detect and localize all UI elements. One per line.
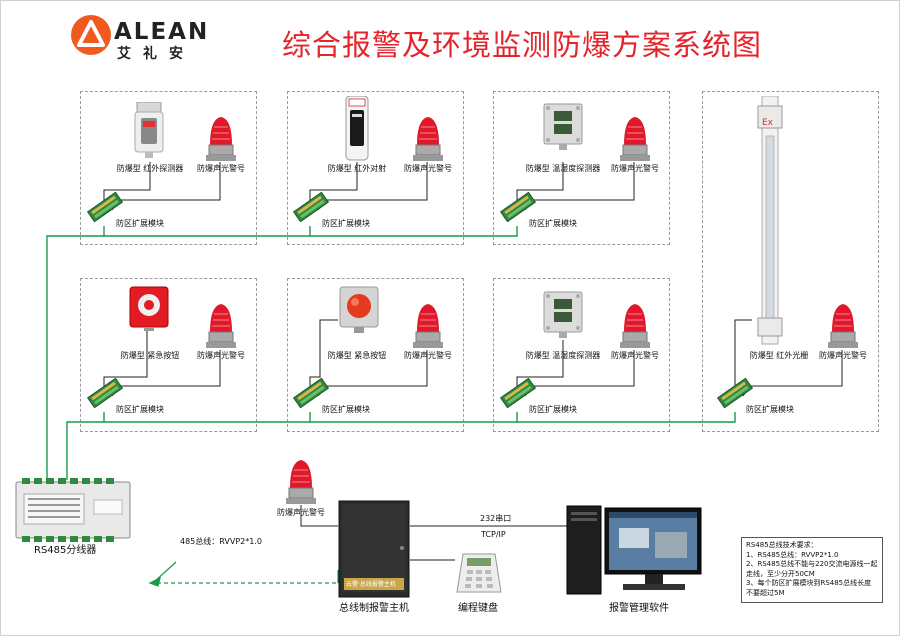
keypad-label: 编程键盘: [458, 603, 498, 614]
device-label: 防爆型 温湿度探测器: [525, 164, 601, 173]
bus-label: 485总线：RVVP2*1.0: [180, 537, 262, 546]
module-label: 防区扩展模块: [529, 219, 577, 228]
zone-box-2: [287, 91, 464, 245]
page-title: 综合报警及环境监测防爆方案系统图: [282, 28, 763, 62]
explosion-proof-siren-icon: [620, 117, 650, 161]
siren-label: 防爆声光警号: [197, 164, 245, 173]
siren-label: 防爆声光警号: [197, 351, 245, 360]
module-label: 防区扩展模块: [116, 405, 164, 414]
emergency-button-icon: [339, 286, 379, 333]
host-brand-text: 云警·总线报警主机: [346, 581, 396, 588]
module-label: 防区扩展模块: [322, 405, 370, 414]
device-label: 防爆型 温湿度探测器: [525, 351, 601, 360]
zone-box-7: [702, 91, 879, 432]
splitter-label: RS485分线器: [34, 545, 97, 556]
logo-chinese-name: 艾礼安: [117, 46, 195, 62]
zone-expansion-module-icon: [292, 378, 330, 408]
explosion-proof-siren-icon: [206, 304, 236, 348]
zone-expansion-module-icon: [499, 378, 537, 408]
zone-expansion-module-icon: [86, 192, 124, 222]
module-label: 防区扩展模块: [116, 219, 164, 228]
zone-expansion-module-icon: [716, 378, 754, 408]
zone-expansion-module-icon: [499, 192, 537, 222]
module-label: 防区扩展模块: [746, 405, 794, 414]
alean-logo-icon: [71, 15, 111, 55]
zone-expansion-module-icon: [292, 192, 330, 222]
temp-humidity-detector-icon: [543, 291, 583, 338]
module-label: 防区扩展模块: [322, 219, 370, 228]
explosion-proof-siren-icon: [286, 460, 316, 504]
bus-arrow: [148, 561, 339, 587]
device-label: 防爆型 紧急按钮: [120, 351, 180, 360]
logo-wordmark: ALEAN: [114, 19, 210, 45]
siren-label: 防爆声光警号: [404, 351, 452, 360]
notes-line: 1、RS485总线：RVVP2*1.0: [746, 550, 839, 559]
ir-detector-icon: [134, 102, 164, 158]
siren-label: 防爆声光警号: [404, 164, 452, 173]
rs485-green-bus: [46, 226, 736, 480]
device-label: 防爆型 红外对射: [327, 164, 387, 173]
tcp-label: TCP/IP: [481, 530, 506, 539]
siren-label: 防爆声光警号: [611, 351, 659, 360]
notes-title: RS485总线技术要求：: [746, 541, 818, 549]
ir-beam-icon: [345, 96, 369, 161]
siren-label: 防爆声光警号: [819, 351, 867, 360]
rs485-notes-box: RS485总线技术要求： 1、RS485总线：RVVP2*1.0 2、RS485…: [741, 537, 883, 603]
explosion-proof-siren-icon: [413, 117, 443, 161]
device-label: 防爆型 紧急按钮: [327, 351, 387, 360]
bus-alarm-host-icon: [338, 500, 410, 598]
zone-box-1: [80, 91, 257, 245]
device-label: 防爆型 红外光栅: [749, 351, 809, 360]
notes-line: 3、每个防区扩展模块到RS485总线长度不要超过5M: [746, 579, 872, 597]
management-pc-icon: [566, 505, 702, 595]
explosion-proof-siren-icon: [206, 117, 236, 161]
rs485-splitter-icon: [15, 478, 131, 542]
siren-label: 防爆声光警号: [611, 164, 659, 173]
zone-signal-wires: [103, 162, 843, 561]
temp-humidity-detector-icon: [543, 103, 583, 150]
ir-light-curtain-icon: [757, 96, 783, 345]
module-label: 防区扩展模块: [529, 405, 577, 414]
zone-expansion-module-icon: [86, 378, 124, 408]
emergency-button-icon: [129, 286, 169, 331]
explosion-proof-siren-icon: [828, 304, 858, 348]
ex-badge: Ex: [762, 118, 774, 128]
zone-box-3: [493, 91, 670, 245]
software-label: 报警管理软件: [609, 603, 669, 614]
zone-box-6: [493, 278, 670, 432]
zone-box-5: [287, 278, 464, 432]
device-label: 防爆型 红外探测器: [116, 164, 184, 173]
explosion-proof-siren-icon: [413, 304, 443, 348]
serial-label: 232串口: [480, 514, 512, 523]
programming-keypad-icon: [456, 553, 502, 593]
explosion-proof-siren-icon: [620, 304, 650, 348]
notes-line: 2、RS485总线不能与220交流电源线一起走线，至少分开50CM: [746, 560, 878, 578]
host-siren-label: 防爆声光警号: [277, 508, 325, 517]
zone-box-4: [80, 278, 257, 432]
host-label: 总线制报警主机: [339, 603, 409, 614]
